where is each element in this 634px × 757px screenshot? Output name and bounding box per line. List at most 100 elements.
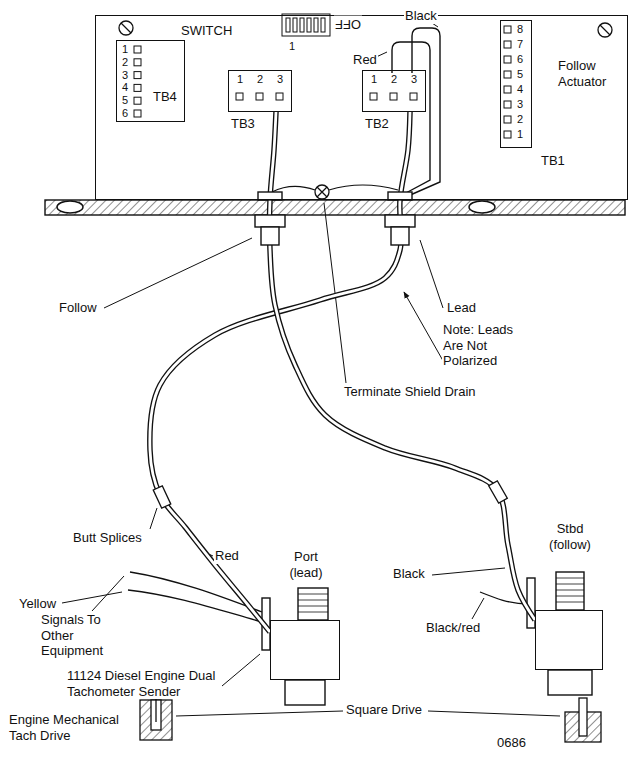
- shield-drain-wires: [329, 185, 398, 190]
- leader-lines: [404, 292, 446, 366]
- port-sender: [298, 594, 328, 612]
- leader-lines: [432, 568, 505, 575]
- dip-switch: [321, 18, 325, 32]
- node-label: Port (lead): [284, 549, 328, 580]
- dip-switch: [307, 18, 311, 32]
- terminal-screws: [134, 84, 141, 91]
- dip-switch: [286, 18, 290, 32]
- bulkhead-fitting: [385, 215, 415, 227]
- terminal-screws: [256, 93, 263, 100]
- cable: [150, 112, 410, 632]
- pin-number: 7: [516, 38, 524, 51]
- pin-number: 5: [121, 94, 129, 107]
- leader-lines: [104, 238, 252, 308]
- pin-number: 2: [516, 113, 524, 126]
- leader-lines: [428, 711, 560, 716]
- callout-label: Red: [214, 548, 240, 564]
- callout-label: Butt Splices: [72, 530, 143, 546]
- shield-drain-wires: [272, 186, 315, 192]
- leader-lines: [432, 23, 438, 27]
- node-label: TB3: [231, 116, 255, 132]
- cable-core: [150, 112, 410, 632]
- cable-outline: [150, 112, 410, 632]
- tach-sender: Stbd (follow): [535, 610, 603, 670]
- dip-switch: [282, 14, 330, 36]
- pin-number: 3: [121, 69, 129, 82]
- node-label: TB2: [365, 116, 389, 132]
- stbd-sender: [548, 670, 592, 695]
- bulkhead-fitting: [255, 215, 285, 227]
- pin-number: 3: [516, 98, 524, 111]
- terminal-screws: [504, 26, 511, 33]
- butt-splice: [489, 481, 508, 503]
- leader-lines: [62, 23, 560, 716]
- terminal-screws: [134, 46, 141, 53]
- leader-lines: [222, 654, 260, 686]
- butt-splice: [153, 481, 507, 508]
- port-sender: [298, 588, 328, 620]
- sender-wires: [130, 572, 262, 612]
- tb2-wires: [392, 28, 440, 196]
- leader-lines: [472, 598, 484, 619]
- dip-switch: [293, 18, 297, 32]
- stbd-sender: [556, 578, 584, 602]
- dip-switch: [314, 18, 318, 32]
- terminal-screws: [504, 41, 511, 48]
- terminal-screws: [134, 59, 141, 66]
- leader-lines: [92, 576, 124, 611]
- pin-number: 1: [516, 128, 524, 141]
- callout-label: OFF: [334, 16, 362, 32]
- dip-switch: [282, 14, 330, 36]
- terminal-screws: [504, 56, 511, 63]
- callout-label: Engine Mechanical Tach Drive: [8, 712, 135, 743]
- callout-label: Square Drive: [345, 702, 423, 718]
- bulkhead-fitting: [258, 192, 282, 200]
- pin-number: 4: [516, 83, 524, 96]
- pin-number: 1: [370, 73, 378, 86]
- ground-screw: [317, 187, 327, 197]
- node-label: Follow Actuator: [558, 58, 620, 89]
- mounting-flange: [45, 200, 625, 215]
- ground-screw: [315, 185, 329, 199]
- stbd-sender: [556, 572, 584, 610]
- terminal-screws: [134, 110, 141, 117]
- terminal-screws: [370, 93, 377, 100]
- bulkhead-fitting: [388, 192, 412, 200]
- mounting-screws: [600, 25, 610, 35]
- callout-label: Note: Leads Are Not Polarized: [442, 322, 536, 369]
- callout-label: 0686: [496, 735, 527, 751]
- terminal-screws: [504, 116, 511, 123]
- callout-label: Signals To Other Equipment: [40, 612, 104, 659]
- tb2-wires: [408, 28, 440, 196]
- sender-wires: [128, 572, 528, 622]
- mounting-screws: [121, 23, 131, 33]
- actuator-board: SWITCHFollow ActuatorTB4TB3TB2TB1: [95, 15, 628, 200]
- bulkhead-fitting: [391, 227, 409, 245]
- callout-label: Follow: [58, 300, 98, 316]
- terminal-screws: [504, 131, 511, 138]
- callout-label: Terminate Shield Drain: [343, 384, 477, 400]
- leader-lines: [420, 240, 443, 308]
- pin-number: 8: [516, 23, 524, 36]
- callout-label: 11124 Diesel Engine Dual Tachometer Send…: [66, 668, 218, 699]
- terminal-screws: [236, 93, 243, 100]
- terminal-screws: [390, 93, 397, 100]
- butt-splice: [153, 486, 171, 508]
- pin-number: 5: [516, 68, 524, 81]
- pin-number: 3: [410, 73, 418, 86]
- node-label: TB4: [153, 89, 177, 105]
- node-label: Stbd (follow): [544, 521, 596, 552]
- dip-switch: [300, 18, 304, 32]
- terminal-screws: [504, 86, 511, 93]
- callout-label: Lead: [446, 300, 477, 316]
- cable-core: [269, 112, 535, 620]
- port-sender: [285, 680, 325, 705]
- bulkhead-fitting: [261, 227, 279, 245]
- node-label: SWITCH: [181, 23, 232, 39]
- leader-lines: [62, 592, 122, 603]
- pin-number: 6: [121, 107, 129, 120]
- terminal-screws: [410, 93, 417, 100]
- mounting-flange: [469, 201, 495, 213]
- pin-number: 6: [516, 53, 524, 66]
- terminal-screws: [134, 72, 141, 79]
